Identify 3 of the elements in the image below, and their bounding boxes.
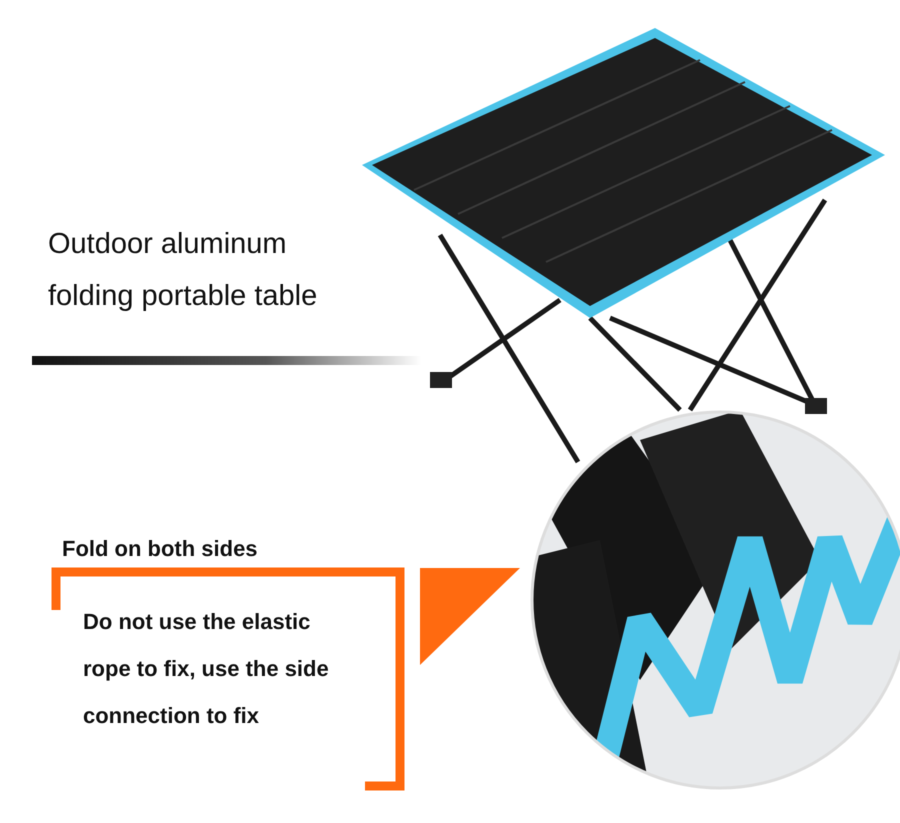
note-text: Do not use the elastic rope to fix, use the side connection to fix (83, 608, 330, 730)
title: Outdoor aluminum folding portable table (48, 227, 318, 314)
section-heading: Fold on both sides (62, 536, 258, 562)
